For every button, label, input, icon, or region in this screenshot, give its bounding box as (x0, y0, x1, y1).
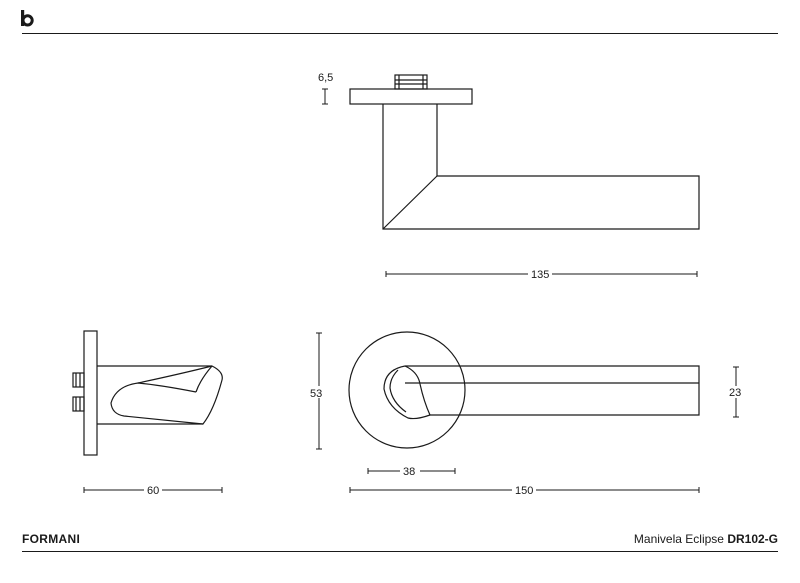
product-title: Manivela Eclipse DR102-G (634, 532, 778, 546)
header-rule (22, 33, 778, 34)
lever-side-outline (97, 365, 223, 425)
rose-plate-side (349, 88, 473, 105)
dim-label-53: 53 (310, 388, 322, 400)
dim-label-rose-thickness: 6,5 (318, 72, 333, 84)
dim-label-23: 23 (729, 387, 741, 399)
lever-top-outline (382, 104, 700, 230)
rose-front (348, 331, 466, 449)
top-view (322, 74, 700, 277)
spindle (394, 74, 428, 90)
dim-label-38: 38 (403, 466, 415, 478)
side-view (72, 330, 223, 493)
dim-label-135: 135 (531, 269, 549, 281)
brand-name: FORMANI (22, 532, 81, 546)
product-name: Manivela Eclipse (633, 532, 724, 546)
lever-front-outline (405, 365, 700, 416)
product-code: DR102-G (727, 532, 778, 546)
dim-label-150: 150 (515, 485, 533, 497)
front-view (316, 331, 739, 493)
brand-b-logo-icon (21, 10, 34, 27)
footer-rule (22, 551, 778, 552)
rose-side-plate (83, 330, 98, 456)
dim-label-60: 60 (147, 485, 159, 497)
